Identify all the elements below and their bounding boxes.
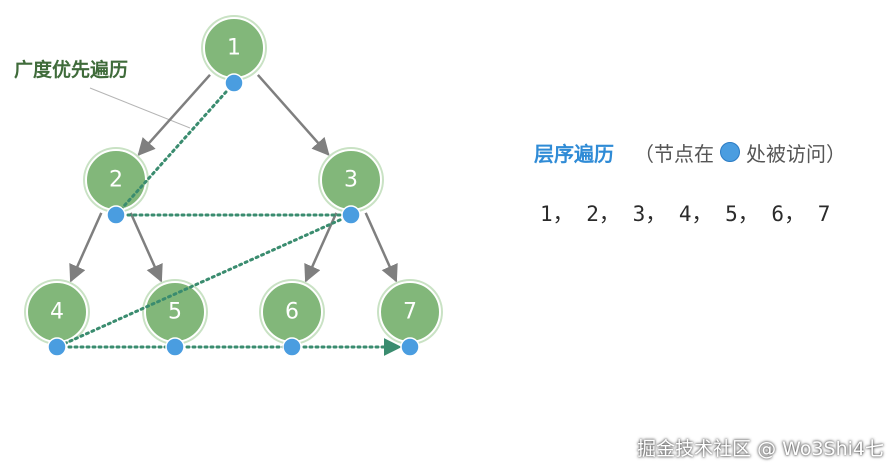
traversal-path [55, 81, 402, 356]
tree-node-3: 3 [318, 147, 384, 213]
visit-marker-1-icon [224, 73, 244, 93]
blue-dot-icon [720, 142, 740, 162]
node-label: 2 [109, 168, 123, 193]
node-label: 4 [50, 300, 64, 325]
edge-1-2 [137, 74, 211, 156]
annotation-pointer-line [89, 87, 191, 129]
legend-note: （节点在 处被访问） [634, 138, 846, 167]
visit-marker-3-icon [341, 205, 361, 225]
tree-edges [69, 74, 398, 283]
node-label: 5 [168, 300, 182, 325]
edge-2-4 [69, 212, 103, 283]
tree-node-7: 7 [377, 279, 443, 345]
path-segment-3-4 [55, 213, 353, 349]
path-segment-1-2 [114, 81, 236, 217]
node-label: 7 [403, 300, 417, 325]
visit-marker-7-icon [400, 337, 420, 357]
tree-node-6: 6 [259, 279, 325, 345]
visit-marker-2-icon [106, 205, 126, 225]
edge-1-3 [256, 74, 330, 156]
edge-3-7 [364, 212, 398, 283]
tree-node-1: 1 [201, 15, 267, 81]
tree-node-4: 4 [24, 279, 90, 345]
edge-2-5 [129, 212, 163, 283]
visit-marker-6-icon [282, 337, 302, 357]
bfs-annotation-label: 广度优先遍历 [14, 58, 128, 81]
legend-note-close: 处被访问） [746, 141, 846, 166]
visit-marker-5-icon [165, 337, 185, 357]
node-label: 3 [344, 168, 358, 193]
legend-note-open: （节点在 [634, 141, 714, 166]
visit-marker-4-icon [47, 337, 67, 357]
tree-node-5: 5 [142, 279, 208, 345]
node-label: 1 [227, 36, 241, 61]
visit-sequence: 1， 2， 3， 4， 5， 6， 7 [540, 202, 831, 226]
node-label: 6 [285, 300, 299, 325]
legend: 层序遍历 （节点在 处被访问） [534, 136, 846, 168]
tree-node-2: 2 [83, 147, 149, 213]
edge-3-6 [304, 212, 338, 283]
legend-title: 层序遍历 [534, 141, 614, 166]
visit-markers [47, 73, 420, 357]
watermark: 掘金技术社区 @ Wo3Shi4七 [637, 438, 884, 460]
